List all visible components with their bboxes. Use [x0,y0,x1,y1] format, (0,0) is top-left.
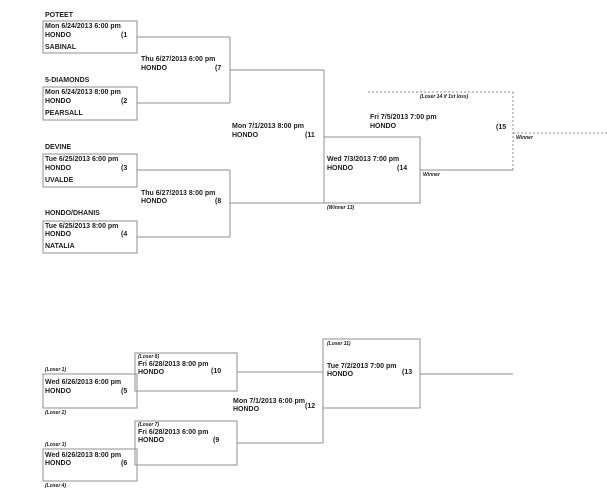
game-1-number: (1 [121,32,128,39]
game-14-venue: HONDO [327,165,354,172]
game-2-datetime: Mon 6/24/2013 8:00 pm [45,89,121,96]
game-13-datetime: Tue 7/2/2013 7:00 pm [327,363,397,370]
team-5-diamonds: 5-DIAMONDS [45,77,90,84]
team-hondo-dhanis: HONDO/DHANIS [45,210,100,217]
game-7-datetime: Thu 6/27/2013 6:00 pm [141,56,216,63]
game-15-venue: HONDO [370,123,397,130]
game-6-datetime: Wed 6/26/2013 8:00 pm [45,452,122,459]
game-14-winner-label: Winner [423,172,440,178]
game-1-datetime: Mon 6/24/2013 6:00 pm [45,23,121,30]
game-13-venue: HONDO [327,371,354,378]
game-3-number: (3 [121,165,128,172]
game-10-feed-loser-8: (Loser 8) [138,354,160,360]
game-6-number: (6 [121,460,128,467]
game-7-venue: HONDO [141,65,168,72]
game-12-number: (12 [305,403,316,410]
game-10-number: (10 [211,368,222,375]
game-15-winner-label: Winner [516,135,533,141]
game-9-feed-loser-7: (Loser 7) [138,422,160,428]
game-6-feed-loser-3: (Loser 3) [45,442,67,448]
game-4-venue: HONDO [45,231,72,238]
game-3-venue: HONDO [45,165,72,172]
game-7-number: (7 [215,65,222,72]
team-pearsall: PEARSALL [45,110,83,117]
game-5-venue: HONDO [45,388,72,395]
game-6-feed-loser-4: (Loser 4) [45,483,67,489]
game-8-venue: HONDO [141,198,168,205]
game-14-number: (14 [397,165,408,172]
game-15-number: (15 [496,124,507,131]
game-9-venue: HONDO [138,437,165,444]
team-devine: DEVINE [45,144,72,151]
game-5-number: (5 [121,388,128,395]
game-12-datetime: Mon 7/1/2013 6:00 pm [233,398,305,405]
game-14-feed-winner-13: (Winner 13) [327,205,355,211]
game-10-venue: HONDO [138,369,165,376]
game-11-number: (11 [305,132,315,139]
team-poteet: POTEET [45,12,74,19]
game-2-venue: HONDO [45,98,72,105]
game-6-venue: HONDO [45,460,72,467]
game-14-datetime: Wed 7/3/2013 7:00 pm [327,156,400,163]
game-11-venue: HONDO [232,132,259,139]
game-13-number: (13 [402,369,413,376]
game-5-feed-loser-1: (Loser 1) [45,367,67,373]
game-4-datetime: Tue 6/25/2013 8:00 pm [45,223,119,230]
game-8-datetime: Thu 6/27/2013 8:00 pm [141,190,216,197]
game-5-feed-loser-2: (Loser 2) [45,410,67,416]
game-15-datetime: Fri 7/5/2013 7:00 pm [370,114,437,121]
game-2-number: (2 [121,98,128,105]
game-8-number: (8 [215,198,222,205]
game-12-venue: HONDO [233,406,260,413]
game-3-datetime: Tue 6/25/2013 6:00 pm [45,156,119,163]
game-13-feed-loser-11: (Loser 11) [327,341,351,347]
game-5-datetime: Wed 6/26/2013 6:00 pm [45,379,122,386]
game-10-datetime: Fri 6/28/2013 8:00 pm [138,361,209,368]
team-sabinal: SABINAL [45,44,77,51]
game-15-feed-loser-14: (Loser 14 if 1st loss) [420,94,469,100]
team-uvalde: UVALDE [45,177,74,184]
game-4-number: (4 [121,231,128,238]
game-1-venue: HONDO [45,32,72,39]
game-9-datetime: Fri 6/28/2013 6:00 pm [138,429,209,436]
team-natalia: NATALIA [45,243,75,250]
game-11-datetime: Mon 7/1/2013 8:00 pm [232,123,304,130]
game-9-number: (9 [213,437,220,444]
